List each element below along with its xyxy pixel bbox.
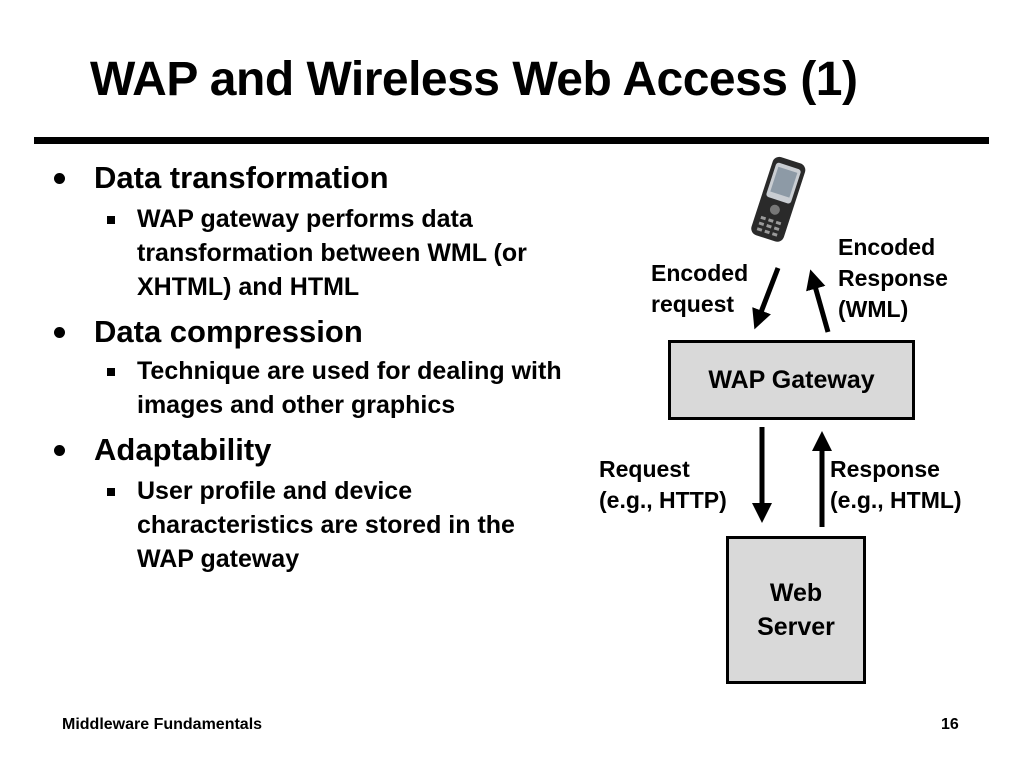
- label-line: (e.g., HTML): [830, 487, 962, 513]
- slide-title: WAP and Wireless Web Access (1): [90, 53, 858, 106]
- label-line: Encoded: [651, 260, 749, 286]
- bullet-text: Data compression: [94, 314, 363, 349]
- encoded-response-label: Encoded Response (WML): [838, 232, 948, 325]
- encoded-response-arrow: [806, 269, 831, 333]
- encoded-request-label: Encoded request: [651, 258, 748, 320]
- bullet-dot: [54, 445, 65, 456]
- sub-bullet-line: transformation between WML (or: [137, 239, 527, 267]
- bullet-dot: [54, 327, 65, 338]
- bullet-text: Adaptability: [94, 432, 272, 467]
- sub-bullet: Technique are used for dealing with imag…: [54, 354, 634, 422]
- label-line: Encoded: [838, 234, 936, 260]
- sub-bullet: WAP gateway performs data transformation…: [54, 202, 634, 304]
- bullet-dot: [54, 173, 65, 184]
- mobile-phone-icon: [751, 156, 806, 242]
- web-server-box: Web Server: [726, 536, 866, 684]
- sub-bullet-line: XHTML) and HTML: [137, 273, 360, 301]
- label-line: Request: [599, 456, 690, 482]
- sub-bullet-line: characteristics are stored in the: [137, 511, 515, 539]
- wap-gateway-box: WAP Gateway: [668, 340, 915, 420]
- sub-bullet-line: images and other graphics: [137, 391, 456, 419]
- sub-bullet-line: WAP gateway: [137, 545, 300, 573]
- label-line: Web: [769, 579, 823, 607]
- label-line: Response: [830, 456, 940, 482]
- bullet-adaptability: Adaptability: [54, 432, 634, 468]
- sub-bullet-line: Technique are used for dealing with: [137, 357, 562, 385]
- request-label: Request (e.g., HTTP): [599, 454, 727, 516]
- wap-gateway-label: WAP Gateway: [708, 366, 875, 394]
- bullet-data-compression: Data compression: [54, 314, 634, 350]
- bullet-data-transformation: Data transformation: [54, 160, 634, 196]
- footer-title: Middleware Fundamentals: [62, 716, 263, 733]
- sub-bullet-square: [107, 216, 115, 224]
- sub-bullet: User profile and device characteristics …: [54, 474, 634, 576]
- title-divider: [34, 137, 989, 144]
- label-line: (WML): [838, 296, 909, 322]
- response-label: Response (e.g., HTML): [830, 454, 962, 516]
- sub-bullet-square: [107, 488, 115, 496]
- bullet-text: Data transformation: [94, 160, 389, 195]
- web-server-label: Web Server: [757, 576, 835, 644]
- sub-bullet-line: WAP gateway performs data: [137, 205, 473, 233]
- label-line: Response: [838, 265, 948, 291]
- page-number: 16: [941, 716, 959, 733]
- label-line: Server: [757, 613, 835, 641]
- sub-bullet-square: [107, 368, 115, 376]
- sub-bullet-line: User profile and device: [137, 477, 413, 505]
- label-line: request: [651, 291, 735, 317]
- label-line: (e.g., HTTP): [599, 487, 727, 513]
- bullet-list: Data transformation WAP gateway performs…: [54, 160, 634, 576]
- encoded-request-arrow: [752, 267, 781, 330]
